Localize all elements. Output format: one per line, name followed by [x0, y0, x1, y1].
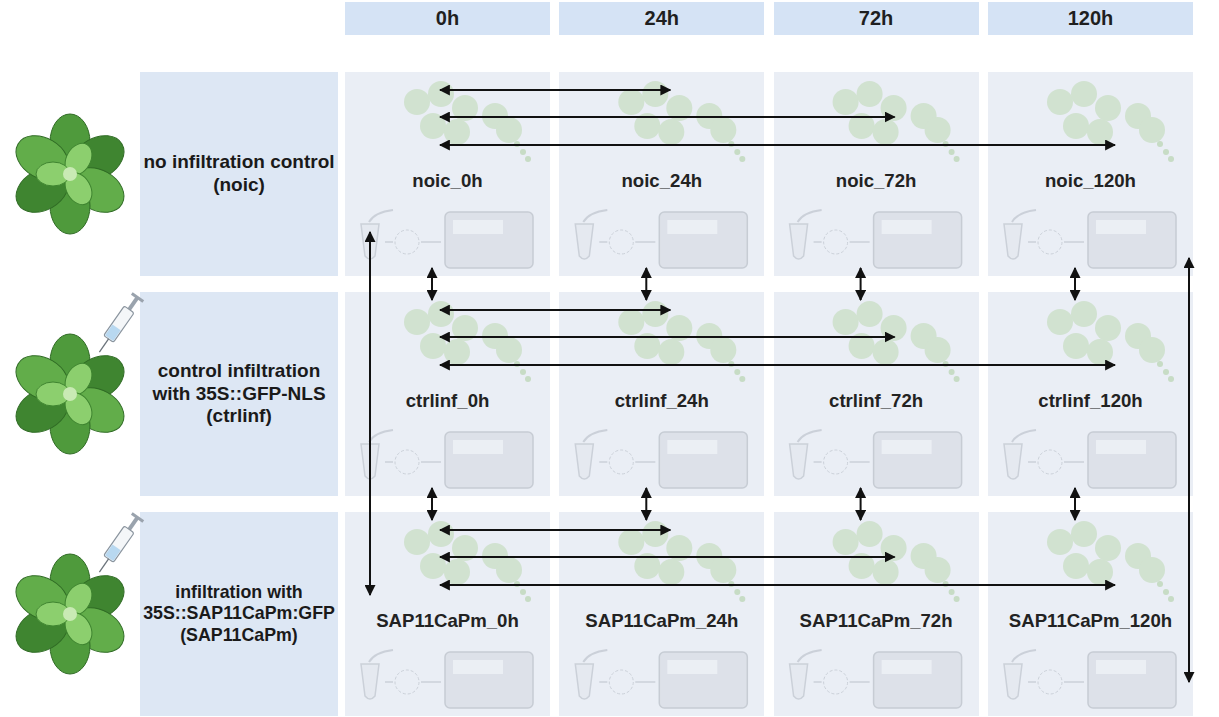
- sample-illustration: [1004, 301, 1176, 488]
- sample-label: ctrlinf_24h: [559, 388, 764, 414]
- condition-panel: control infiltration with 35S::GFP-NLS (…: [140, 292, 338, 496]
- sample-label: SAP11CaPm_24h: [559, 608, 764, 634]
- sample-label: noic_0h: [345, 168, 550, 194]
- comparison-arrow: [1074, 268, 1076, 300]
- sample-illustration: [790, 81, 962, 268]
- plant-illustration: [8, 334, 132, 454]
- comparison-arrow: [431, 268, 433, 300]
- timepoint-label: 120h: [1068, 7, 1114, 30]
- sample-illustration: [575, 301, 747, 488]
- comparison-arrow: [440, 89, 670, 91]
- sample-label: noic_72h: [774, 168, 979, 194]
- syringe-icon: [94, 512, 144, 576]
- sample-illustration: [1004, 81, 1176, 268]
- timepoint-header: 72h: [774, 2, 979, 35]
- condition-panel: infiltration with 35S::SAP11CaPm:GFP (SA…: [140, 512, 338, 716]
- sample-illustration: [575, 81, 747, 268]
- comparison-arrow: [440, 529, 670, 531]
- sample-illustration: [790, 521, 962, 708]
- comparison-arrow: [440, 116, 895, 118]
- comparison-arrow: [369, 232, 371, 595]
- plant-illustration: [8, 114, 132, 234]
- comparison-arrow: [440, 336, 895, 338]
- syringe-icon: [94, 292, 144, 356]
- plant-illustration: [8, 554, 132, 674]
- sample-illustration: [790, 301, 962, 488]
- condition-label: no infiltration control (noic): [143, 151, 335, 197]
- sample-illustration: [361, 521, 533, 708]
- sample-label: SAP11CaPm_120h: [988, 608, 1193, 634]
- timepoint-label: 0h: [436, 7, 459, 30]
- comparison-arrow: [1188, 258, 1190, 682]
- sample-illustration: [361, 81, 533, 268]
- timepoint-label: 72h: [859, 7, 893, 30]
- timepoint-header: 0h: [345, 2, 550, 35]
- comparison-arrow: [645, 268, 647, 300]
- comparison-arrow: [440, 144, 1115, 146]
- comparison-arrow: [440, 309, 670, 311]
- condition-label: infiltration with 35S::SAP11CaPm:GFP (SA…: [143, 582, 335, 646]
- comparison-arrow: [1074, 488, 1076, 520]
- sample-label: ctrlinf_0h: [345, 388, 550, 414]
- comparison-arrow: [860, 268, 862, 300]
- sample-label: ctrlinf_72h: [774, 388, 979, 414]
- timepoint-header: 120h: [988, 2, 1193, 35]
- condition-label: control infiltration with 35S::GFP-NLS (…: [143, 360, 335, 428]
- sample-label: noic_24h: [559, 168, 764, 194]
- sample-label: SAP11CaPm_72h: [774, 608, 979, 634]
- comparison-arrow: [860, 488, 862, 520]
- sample-illustration: [1004, 521, 1176, 708]
- comparison-arrow: [440, 584, 1115, 586]
- sample-label: SAP11CaPm_0h: [345, 608, 550, 634]
- comparison-arrow: [440, 364, 1115, 366]
- comparison-arrow: [440, 556, 895, 558]
- timepoint-label: 24h: [645, 7, 679, 30]
- timepoint-header: 24h: [559, 2, 764, 35]
- sample-label: noic_120h: [988, 168, 1193, 194]
- condition-panel: no infiltration control (noic): [140, 72, 338, 276]
- sample-illustration: [361, 301, 533, 488]
- comparison-arrow: [431, 488, 433, 520]
- comparison-arrow: [645, 488, 647, 520]
- sample-illustration: [575, 521, 747, 708]
- sample-label: ctrlinf_120h: [988, 388, 1193, 414]
